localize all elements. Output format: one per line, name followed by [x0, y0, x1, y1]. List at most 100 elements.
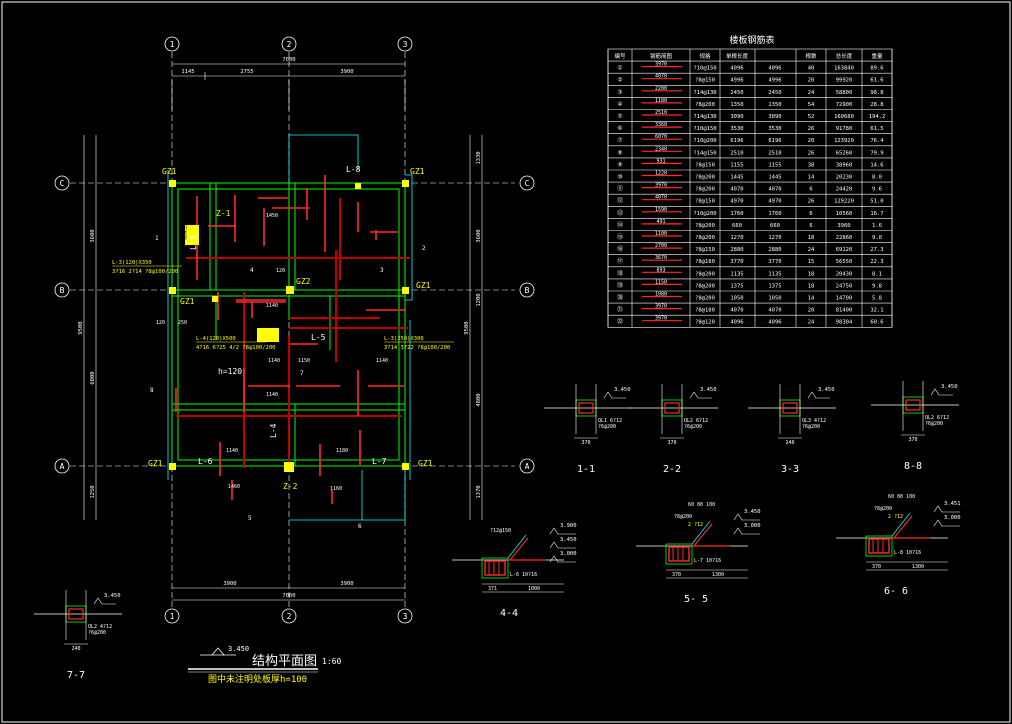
- footer-scale: 1:60: [322, 657, 341, 666]
- grid-label: 2: [287, 40, 292, 49]
- column-gz1: [402, 463, 409, 470]
- table-cell-shape: 1100: [655, 231, 667, 237]
- table-cell: 16.7: [870, 211, 883, 217]
- table-cell: ?8@200: [695, 283, 715, 289]
- section-mark: 3: [380, 267, 384, 274]
- table-cell: 56550: [836, 259, 853, 265]
- section-title: 2-2: [663, 464, 681, 475]
- table-cell: ?10@150: [693, 66, 716, 72]
- table-cell: 1155: [730, 162, 743, 168]
- table-cell: 4970: [768, 199, 781, 205]
- section-stirrup: ?6@200: [88, 630, 106, 636]
- table-cell: 76.4: [870, 138, 884, 144]
- table-cell-id: ⑫: [617, 197, 623, 205]
- section-title: 6- 6: [884, 586, 908, 597]
- table-cell-id: ⑩: [617, 174, 622, 181]
- grid-label: 1: [170, 612, 175, 621]
- column-small: [212, 296, 218, 302]
- section-elev: 3.000: [560, 551, 577, 557]
- table-cell: 38960: [836, 162, 853, 168]
- table-cell-shape: 2700: [655, 243, 667, 249]
- table-cell-id: ④: [617, 101, 622, 108]
- section-width: 240: [785, 440, 794, 446]
- section-title: 3-3: [781, 464, 799, 475]
- section-title: 1-1: [577, 464, 595, 475]
- table-cell: 24: [808, 320, 815, 326]
- table-cell: ?8@200: [695, 175, 715, 181]
- grid-bubble: [164, 608, 180, 624]
- table-header: 重量: [871, 52, 883, 60]
- table-cell-id: ⑥: [617, 125, 622, 132]
- table-cell-id: ⑯: [617, 245, 623, 253]
- section-stirrup: ?6@200: [802, 424, 820, 430]
- drawing-footer: 3.450 结构平面图 1:60 图中未注明处板厚h=100: [188, 645, 341, 685]
- table-cell: 28.8: [870, 102, 883, 108]
- table-cell: 18: [808, 235, 815, 241]
- table-cell: 26: [808, 126, 815, 132]
- table-cell: 4970: [730, 199, 743, 205]
- beam-spec-title: L-3(250)X300: [384, 336, 424, 342]
- table-title: 楼板钢筋表: [729, 34, 774, 46]
- table-header: 编号: [614, 52, 626, 60]
- section-width: 370: [581, 440, 590, 446]
- table-cell-id: ⑭: [617, 221, 623, 229]
- grid-bubble: [54, 282, 70, 298]
- table-cell: 1155: [768, 162, 781, 168]
- table-cell-shape: 4070: [655, 74, 667, 80]
- dim-right-total: 9500: [464, 321, 470, 334]
- table-cell-shape: 1180: [655, 98, 667, 104]
- grid-bubble: [397, 36, 413, 52]
- table-cell: 38: [808, 162, 815, 168]
- table-cell: 2450: [768, 90, 781, 96]
- table-cell: 9.8: [872, 283, 882, 289]
- grid-bubble: [519, 175, 535, 191]
- dim-small: 250: [178, 320, 187, 326]
- beam-spec-title: L-3(120)X350: [112, 260, 152, 266]
- section-mark: 8: [150, 387, 154, 394]
- section-elev: 3.000: [744, 523, 761, 529]
- section-mark: 2: [422, 245, 426, 252]
- table-cell: 6: [809, 211, 812, 217]
- table-cell-shape: 3970: [655, 304, 667, 310]
- table-cell-shape: 6070: [655, 134, 667, 140]
- table-cell: 4996: [730, 78, 743, 84]
- dim-small: 1460: [228, 484, 240, 490]
- table-cell: ?8@120: [695, 320, 715, 326]
- grid-bubble: [54, 458, 70, 474]
- section-label: L-8 10?16: [894, 550, 921, 556]
- section-mark: 6: [358, 523, 362, 530]
- section-mark: 4: [250, 267, 254, 274]
- table-cell: 4996: [768, 78, 781, 84]
- stamp-box: [185, 225, 199, 245]
- section-dim: 370: [672, 572, 681, 578]
- table-cell-shape: 1590: [655, 207, 667, 213]
- table-cell: 3770: [730, 259, 743, 265]
- table-cell: 2510: [730, 150, 743, 156]
- column-small: [355, 183, 361, 189]
- grid-bubble: [281, 608, 297, 624]
- footer-elev: 3.450: [228, 645, 249, 653]
- columns: [169, 180, 409, 472]
- table-cell: ?10@200: [693, 138, 716, 144]
- column-label: GZ1: [180, 297, 195, 306]
- table-cell-shape: 3970: [655, 316, 667, 322]
- section-dim: 1000: [528, 586, 540, 592]
- section-elev: 3.450: [941, 384, 958, 390]
- table-cell: 20: [808, 138, 815, 144]
- dim-bottom-total: 7000: [282, 593, 295, 599]
- section-elev: 3.000: [944, 515, 961, 521]
- table-cell: 1270: [768, 235, 781, 241]
- section-label: QL2 6?12: [925, 415, 949, 421]
- footer-note: 图中未注明处板厚h=100: [208, 673, 307, 685]
- dim-small: 1180: [336, 448, 348, 454]
- section-elev: 3.900: [560, 523, 577, 529]
- column-label: GZ1: [410, 167, 425, 176]
- dim-left-total: 9500: [78, 321, 84, 334]
- section-width: 370: [908, 437, 917, 443]
- beam-spec-detail: 3?14 3?22 ?8@100/200: [384, 345, 450, 351]
- section-label: L-7 10?16: [694, 558, 721, 564]
- table-cell-shape: 931: [656, 158, 665, 164]
